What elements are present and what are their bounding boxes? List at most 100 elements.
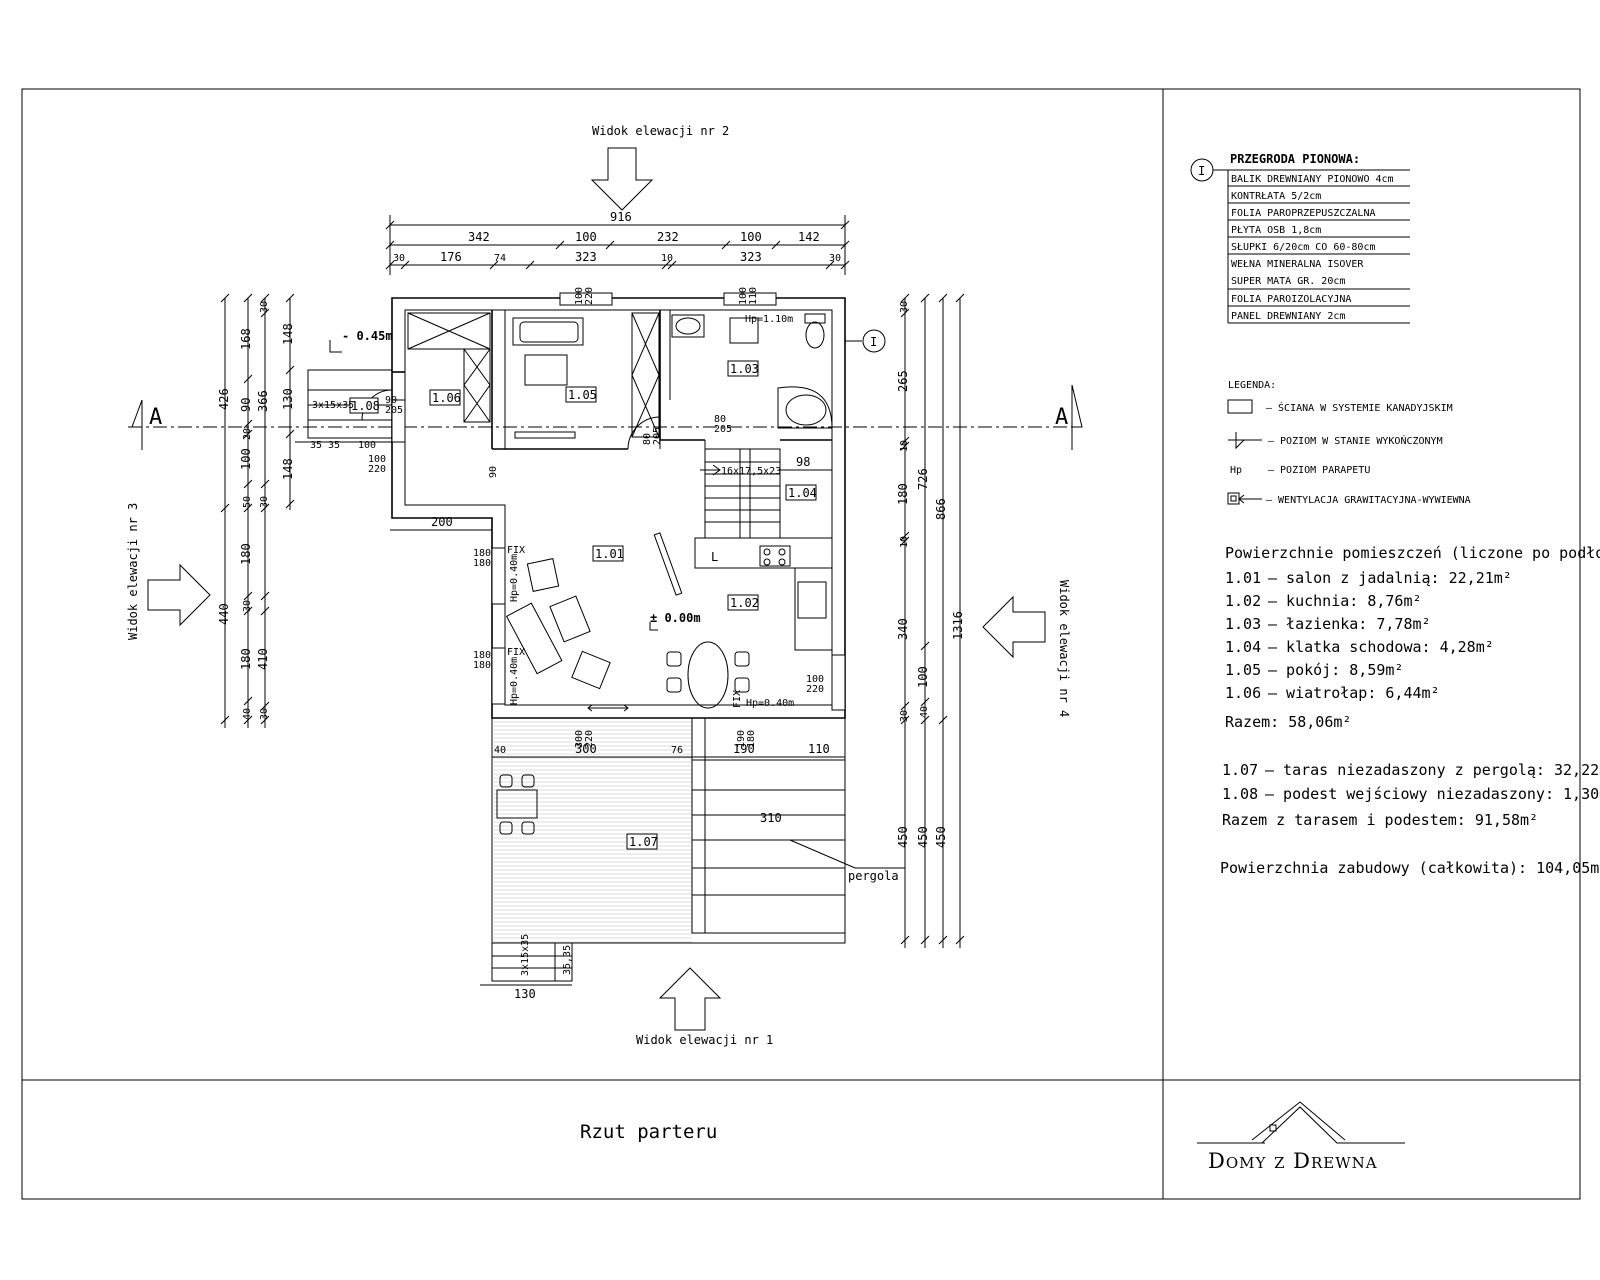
room-1-04: 1.04 <box>788 486 817 500</box>
company-logo-text: Domy z Drewna <box>1208 1149 1378 1173</box>
area-text-1-06: – wiatrołap: 6,44m² <box>1268 684 1440 702</box>
dim-top-232: 232 <box>657 230 679 244</box>
dim-76: 76 <box>671 745 683 756</box>
dim-right-30b: 30 <box>899 710 910 722</box>
dim-right-30a: 30 <box>899 301 910 313</box>
dim-left-100: 100 <box>239 448 253 470</box>
partition-layer-6: WEŁNA MINERALNA ISOVER <box>1231 259 1364 270</box>
elevation-arrow-left: Widok elewacji nr 3 <box>126 503 211 640</box>
fix-label-b: FIX <box>507 647 525 658</box>
dim-98: 98 <box>796 455 810 469</box>
partition-title: PRZEGRODA PIONOWA: <box>1230 152 1360 166</box>
staircase <box>700 448 781 539</box>
area-built: Powierzchnia zabudowy (całkowita): 104,0… <box>1220 859 1600 877</box>
hp-window-west-a: Hp=0.40m <box>509 554 520 602</box>
areas-table: Powierzchnie pomieszczeń (liczone po pod… <box>1220 544 1600 877</box>
dim-top-100a: 100 <box>575 230 597 244</box>
dim-left-148b: 148 <box>281 458 295 480</box>
area-subtotal: Razem: 58,06m² <box>1225 713 1351 731</box>
dim-35-35: 35,35 <box>562 945 573 975</box>
dim-top-323b: 323 <box>740 250 762 264</box>
room-1-05: 1.05 <box>568 388 597 402</box>
dim-right-100: 100 <box>916 666 930 688</box>
legend-wall-symbol <box>1227 399 1253 414</box>
area-text-1-02: – kuchnia: 8,76m² <box>1268 592 1422 610</box>
dim-left-180b: 180 <box>239 648 253 670</box>
dim-310: 310 <box>760 811 782 825</box>
partition-layer-4: PŁYTA OSB 1,8cm <box>1231 225 1321 236</box>
dim-left-40: 40 <box>242 708 253 720</box>
dim-left-130: 130 <box>281 388 295 410</box>
elevation-label-left: Widok elewacji nr 3 <box>126 503 140 640</box>
stairs-label: 16x17,5x23 <box>721 466 781 477</box>
dim-left-180a: 180 <box>239 543 253 565</box>
areas-title: Powierzchnie pomieszczeń (liczone po pod… <box>1225 544 1600 562</box>
dim-35a: 35 <box>310 440 322 451</box>
dim-200: 200 <box>431 515 453 529</box>
sheet-frame <box>21 88 1581 1200</box>
dim-left-30: 30 <box>242 600 253 612</box>
door-label-190-180: 190180 <box>736 730 757 748</box>
room-labels: 1.06 1.05 1.03 1.04 1.01 1.02 1.07 1.08 <box>349 360 817 850</box>
hp-bath: Hp=1.10m <box>745 314 793 325</box>
pergola-label: pergola <box>848 869 899 883</box>
area-code-1-05: 1.05 <box>1225 661 1261 679</box>
dimensions-right: 30 265 10 180 10 340 30 450 100 40 726 4… <box>896 293 965 948</box>
building-walls <box>307 292 846 719</box>
dim-90: 90 <box>488 466 499 478</box>
partition-callout-plan: I <box>845 329 886 353</box>
dim-left-426: 426 <box>217 388 231 410</box>
kitchen-l-label: L <box>711 550 718 564</box>
company-logo: Domy z Drewna <box>1197 1101 1405 1173</box>
dim-left-168: 168 <box>239 328 253 350</box>
dim-right-450c: 450 <box>934 826 948 848</box>
area-code-1-02: 1.02 <box>1225 592 1261 610</box>
partition-layer-7: SUPER MATA GR. 20cm <box>1231 276 1345 287</box>
dimensions-top: 916 342 100 232 100 142 30 176 74 323 10… <box>385 210 850 275</box>
partition-callout-mark: I <box>1198 164 1205 178</box>
partition-spec: I PRZEGRODA PIONOWA: BALIK DREWNIANY PIO… <box>1190 152 1410 324</box>
hp-window-west-b: Hp=0.40m <box>509 657 520 705</box>
partition-layer-2: KONTRŁATA 5/2cm <box>1231 191 1321 202</box>
dim-40: 40 <box>494 745 506 756</box>
room-1-07: 1.07 <box>629 835 658 849</box>
drawing-title: Rzut parteru <box>580 1121 717 1143</box>
legend-level-symbol <box>1228 432 1262 450</box>
door-label-80-205-room: 80205 <box>642 427 663 445</box>
dim-130: 130 <box>514 987 536 1001</box>
dim-right-40: 40 <box>919 706 930 718</box>
elevation-label-bottom: Widok elewacji nr 1 <box>636 1033 773 1047</box>
dim-300: 300 <box>575 742 597 756</box>
dim-left-30b: 30 <box>259 496 270 508</box>
hp-window-south: Hp=0.40m <box>746 698 794 709</box>
area-code-1-07: 1.07 <box>1222 761 1258 779</box>
dim-right-1316: 1316 <box>951 611 965 640</box>
dim-right-180: 180 <box>896 483 910 505</box>
terrace-stairs-label: 3x15x35 <box>520 934 531 976</box>
door-label-300-220: 300220 <box>574 730 595 748</box>
room-1-06: 1.06 <box>432 391 461 405</box>
partition-layer-8: FOLIA PAROIZOLACYJNA <box>1231 294 1351 305</box>
dim-top-100b: 100 <box>740 230 762 244</box>
dim-right-450b: 450 <box>916 826 930 848</box>
dim-top-total: 916 <box>610 210 632 224</box>
area-code-1-06: 1.06 <box>1225 684 1261 702</box>
area-text-1-03: – łazienka: 7,78m² <box>1268 615 1431 633</box>
plan-annotations: - 0.45m ± 0.00m Hp=1.10m Hp=0.40m Hp=0.4… <box>295 287 899 1001</box>
dim-left-440: 440 <box>217 603 231 625</box>
dim-right-265: 265 <box>896 370 910 392</box>
section-mark-right: A <box>1055 405 1068 430</box>
kitchen-counters <box>694 537 833 651</box>
legend-title: LEGENDA: <box>1228 380 1276 391</box>
fix-label-a: FIX <box>507 545 525 556</box>
area-text-1-01: – salon z jadalnią: 22,21m² <box>1268 569 1512 587</box>
legend-level: – POZIOM W STANIE WYKOŃCZONYM <box>1268 434 1443 447</box>
dimensions-left: 426 440 168 90 20 100 50 180 30 180 40 3… <box>217 293 295 728</box>
room-1-02: 1.02 <box>730 596 759 610</box>
